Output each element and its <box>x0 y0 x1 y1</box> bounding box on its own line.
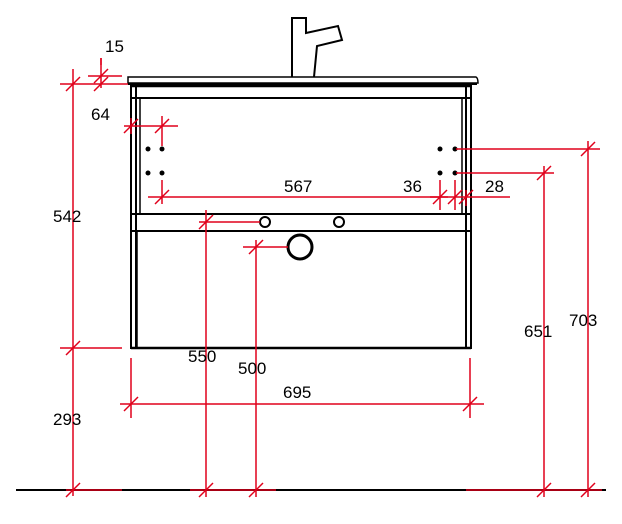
mounting-hole <box>452 170 458 176</box>
dim-tick <box>123 396 139 412</box>
label-500: 500 <box>238 359 266 378</box>
label-28: 28 <box>485 177 504 196</box>
label-15: 15 <box>105 37 124 56</box>
dim-tick <box>154 118 170 134</box>
mounting-hole <box>159 146 165 152</box>
label-550: 550 <box>188 347 216 366</box>
dim-tick <box>93 76 109 92</box>
dim-tick <box>580 141 596 157</box>
dim-tick <box>65 340 81 356</box>
basin-top <box>127 76 479 84</box>
label-651: 651 <box>524 322 552 341</box>
dim-tick <box>248 239 264 255</box>
dim-tick <box>65 482 81 498</box>
dim-tick <box>536 482 552 498</box>
dim-tick <box>65 76 81 92</box>
mounting-hole <box>145 170 151 176</box>
dim-tick <box>93 68 109 84</box>
mounting-hole <box>437 146 443 152</box>
label-36: 36 <box>403 177 422 196</box>
dim-tick <box>154 189 170 205</box>
mounting-hole <box>437 170 443 176</box>
dim-tick <box>198 214 214 230</box>
dim-tick <box>462 396 478 412</box>
vanity-outline <box>16 17 606 491</box>
dim-tick <box>536 165 552 181</box>
drain-hole-left <box>259 216 271 228</box>
dimension-lines <box>60 58 602 498</box>
label-703: 703 <box>569 311 597 330</box>
mounting-hole <box>159 170 165 176</box>
dim-tick <box>580 482 596 498</box>
label-695: 695 <box>283 383 311 402</box>
label-542: 542 <box>53 207 81 226</box>
mounting-hole <box>452 146 458 152</box>
drain-hole-right <box>333 216 345 228</box>
mounting-holes <box>145 146 458 176</box>
dimension-labels: 15 64 542 293 567 36 28 550 500 695 651 … <box>53 37 597 429</box>
faucet <box>291 17 344 78</box>
label-293: 293 <box>53 410 81 429</box>
siphon-outlet <box>286 233 314 261</box>
mounting-hole <box>145 146 151 152</box>
dim-tick <box>123 118 139 134</box>
label-567: 567 <box>284 177 312 196</box>
label-64: 64 <box>91 105 110 124</box>
dim-tick <box>447 189 463 205</box>
dim-tick <box>458 189 474 205</box>
